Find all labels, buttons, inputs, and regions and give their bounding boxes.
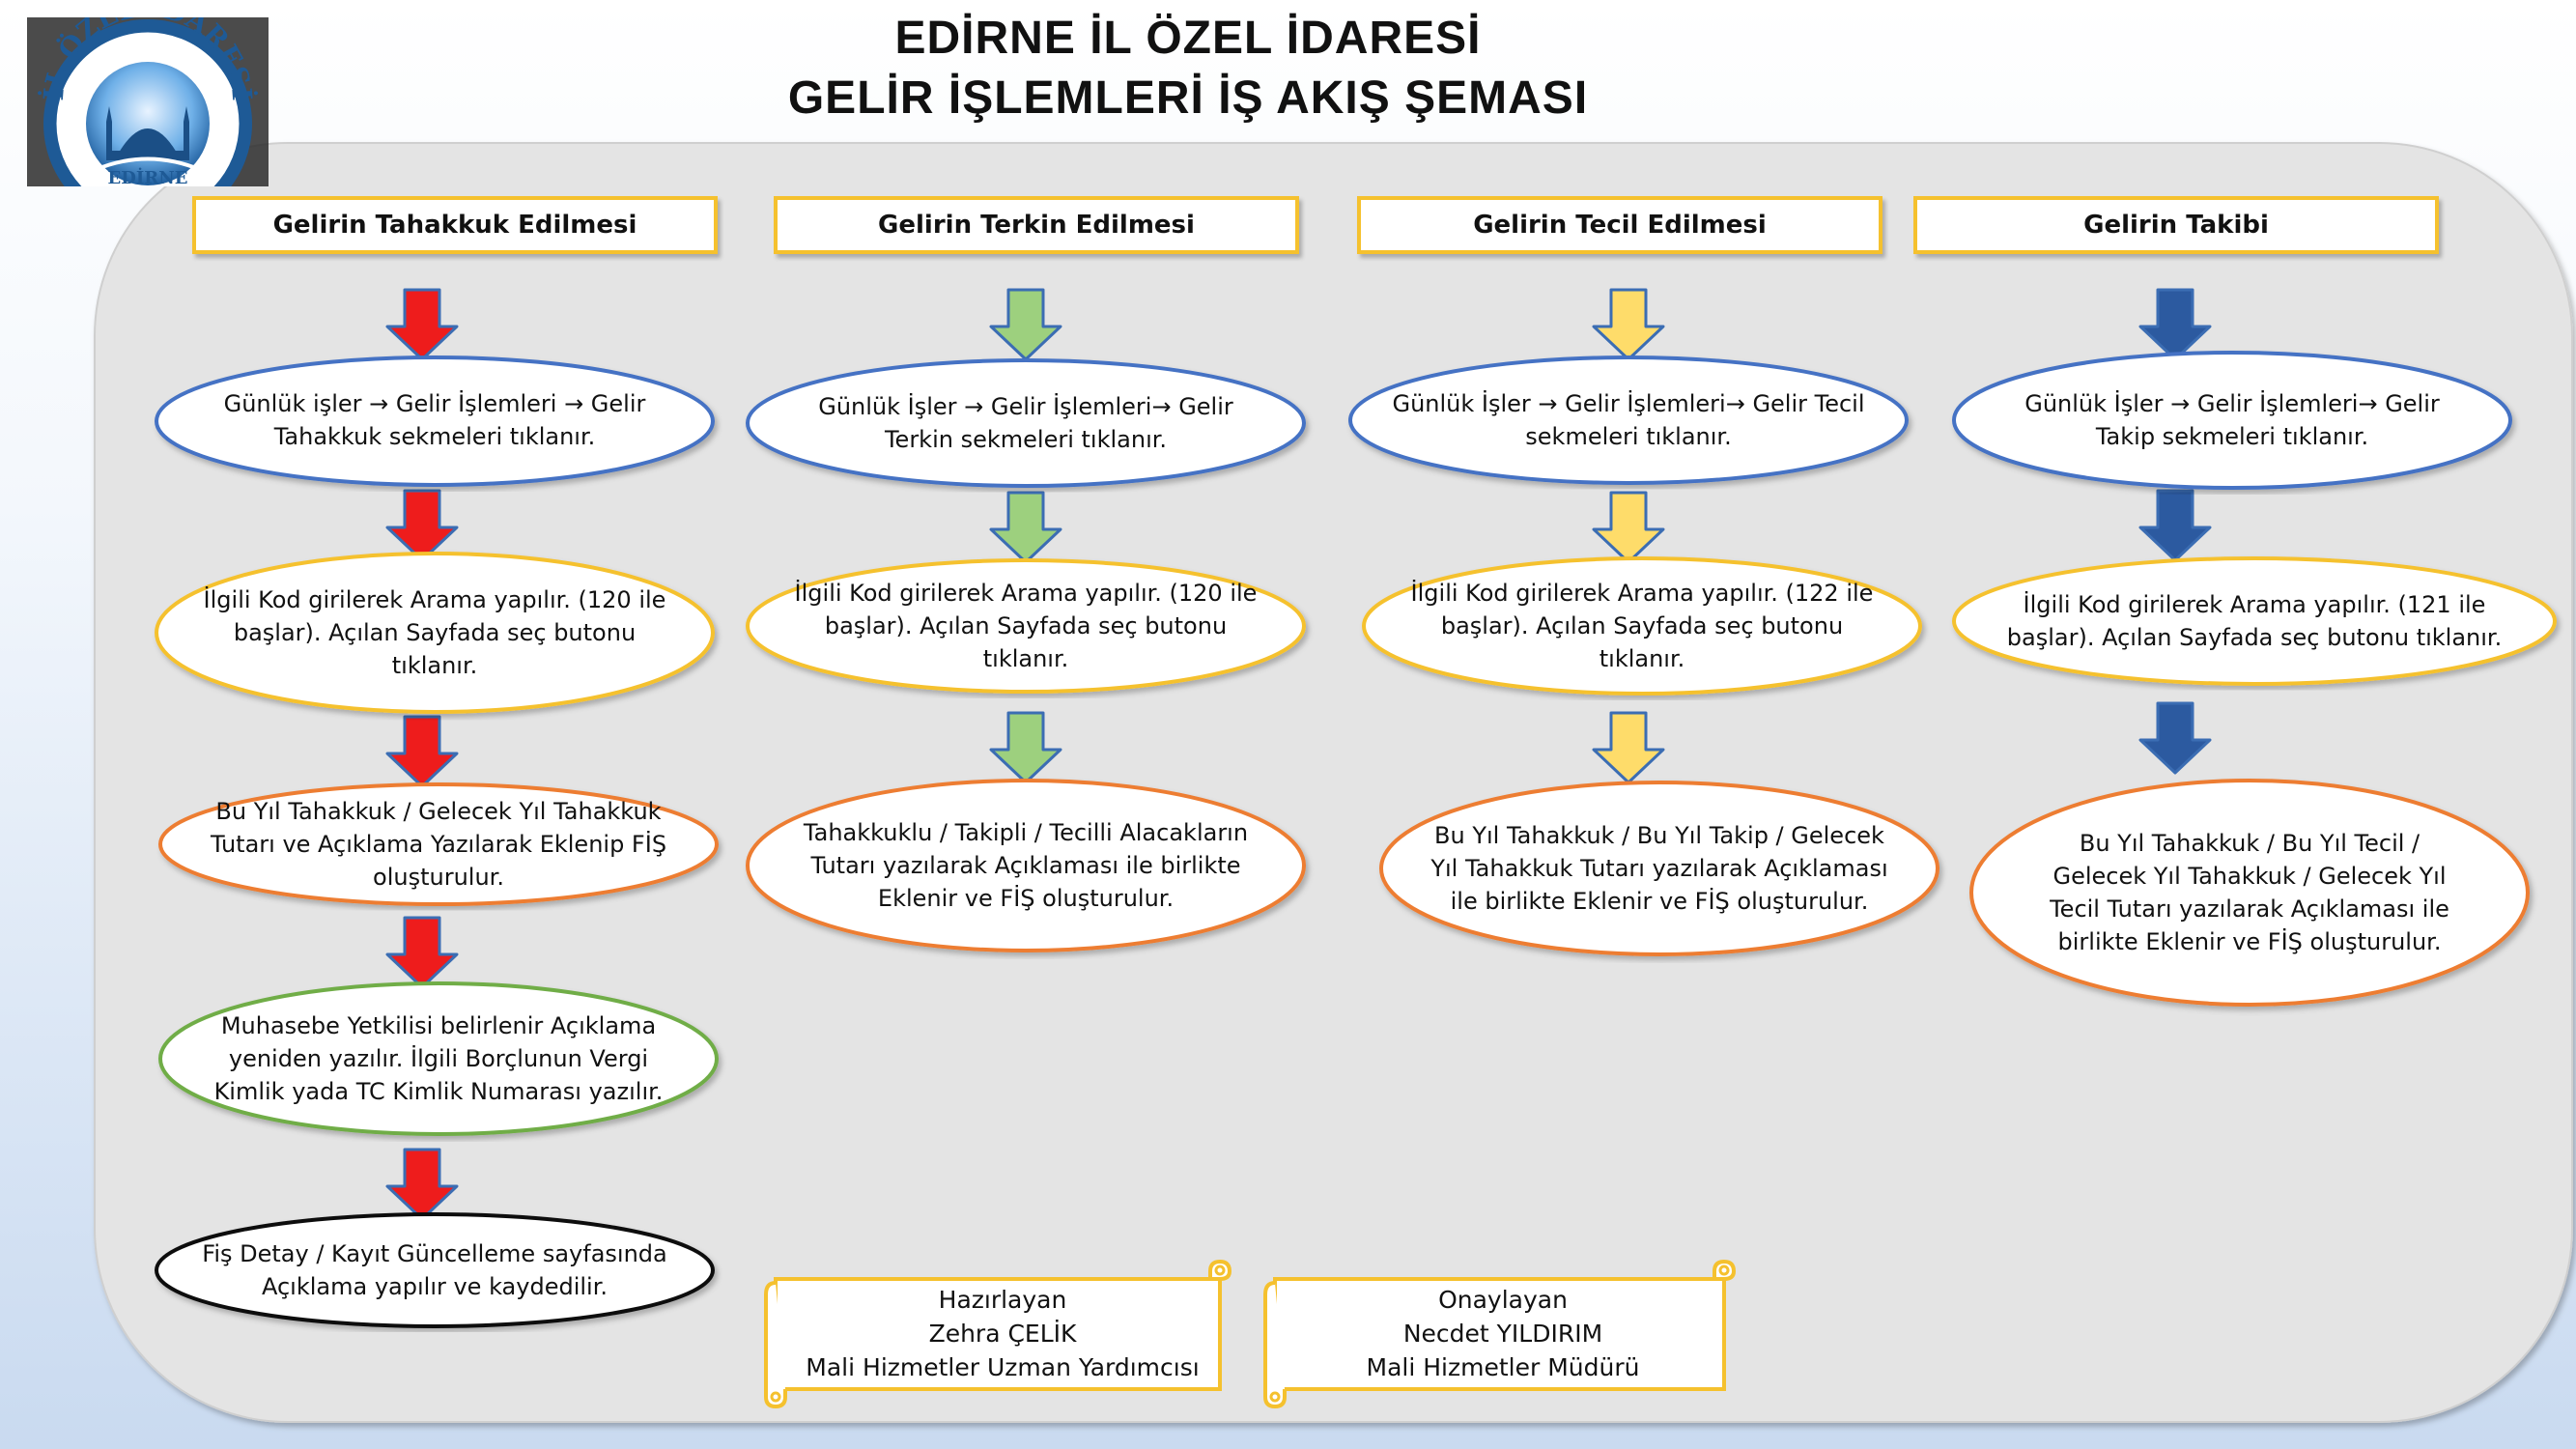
step-terkin-amount: Tahakkuklu / Takipli / Tecilli Alacaklar… bbox=[803, 819, 1249, 912]
header-tecil: Gelirin Tecil Edilmesi bbox=[1357, 196, 1882, 254]
approved-by-name: Necdet YILDIRIM bbox=[1402, 1320, 1603, 1348]
approved-by-block: Onaylayan Necdet YILDIRIM Mali Hizmetler… bbox=[1279, 1283, 1727, 1384]
step-tahakkuk-save: Fiş Detay / Kayıt Güncelleme sayfasında … bbox=[202, 1239, 667, 1300]
flow-arrow-1-2 bbox=[385, 489, 459, 562]
step-ellipse-3-3 bbox=[1379, 781, 1939, 956]
step-ellipse-3-1 bbox=[1348, 355, 1909, 485]
step-tecil-amount: Bu Yıl Tahakkuk / Bu Yıl Takip / Gelecek… bbox=[1430, 822, 1888, 915]
flow-arrow-4-1 bbox=[2138, 288, 2212, 361]
prepared-by-role: Hazırlayan bbox=[938, 1286, 1067, 1314]
page-title-line1: EDİRNE İL ÖZEL İDARESİ bbox=[894, 13, 1482, 64]
step-ellipse-1-4 bbox=[158, 981, 719, 1136]
step-ellipse-4-3 bbox=[1969, 779, 2530, 1007]
flow-arrow-1-4 bbox=[385, 916, 459, 989]
institution-logo: İL ÖZEL İDARESİ EDİRNE bbox=[27, 0, 269, 228]
svg-text:EDİRNE: EDİRNE bbox=[108, 166, 188, 186]
signature-scroll-prepared bbox=[764, 1259, 1232, 1409]
step-ellipse-1-3 bbox=[158, 782, 719, 906]
flow-arrow-2-3 bbox=[989, 711, 1062, 784]
step-terkin-menu: Günlük İşler → Gelir İşlemleri→ Gelir Te… bbox=[818, 393, 1233, 453]
header-tahakkuk: Gelirin Tahakkuk Edilmesi bbox=[192, 196, 718, 254]
step-ellipse-2-1 bbox=[746, 358, 1306, 488]
step-tahakkuk-official: Muhasebe Yetkilisi belirlenir Açıklama y… bbox=[213, 1012, 664, 1105]
step-tecil-menu: Günlük İşler → Gelir İşlemleri→ Gelir Te… bbox=[1392, 390, 1865, 450]
prepared-by-block: Hazırlayan Zehra ÇELİK Mali Hizmetler Uz… bbox=[782, 1283, 1223, 1384]
page-title-line2: GELİR İŞLEMLERİ İŞ AKIŞ ŞEMASI bbox=[787, 72, 1589, 124]
flow-arrow-3-3 bbox=[1592, 711, 1665, 784]
flow-arrow-1-3 bbox=[385, 715, 459, 788]
flow-arrow-2-2 bbox=[989, 491, 1062, 564]
step-ellipse-1-2 bbox=[155, 552, 715, 714]
background-panel bbox=[94, 142, 2573, 1423]
step-ellipse-4-1 bbox=[1952, 351, 2512, 490]
flow-arrow-3-2 bbox=[1592, 491, 1665, 564]
step-terkin-search: İlgili Kod girilerek Arama yapılır. (120… bbox=[794, 580, 1258, 672]
step-tahakkuk-amount: Bu Yıl Tahakkuk / Gelecek Yıl Tahakkuk T… bbox=[210, 797, 667, 891]
prepared-by-name: Zehra ÇELİK bbox=[928, 1320, 1077, 1348]
step-ellipse-1-5 bbox=[155, 1212, 715, 1328]
flow-arrow-3-1 bbox=[1592, 288, 1665, 361]
flow-arrow-4-3 bbox=[2138, 701, 2212, 775]
step-takip-search: İlgili Kod girilerek Arama yapılır. (121… bbox=[2006, 591, 2503, 651]
step-ellipse-1-1 bbox=[155, 355, 715, 487]
flow-arrow-1-5 bbox=[385, 1148, 459, 1221]
step-ellipse-4-2 bbox=[1952, 556, 2557, 686]
header-terkin: Gelirin Terkin Edilmesi bbox=[774, 196, 1299, 254]
step-ellipse-2-3 bbox=[746, 779, 1306, 952]
flow-arrow-4-2 bbox=[2138, 489, 2212, 562]
step-ellipse-3-2 bbox=[1362, 556, 1922, 696]
step-ellipse-2-2 bbox=[746, 558, 1306, 694]
step-tecil-search: İlgili Kod girilerek Arama yapılır. (122… bbox=[1410, 580, 1874, 672]
approved-by-role: Onaylayan bbox=[1438, 1286, 1568, 1314]
header-takip: Gelirin Takibi bbox=[1913, 196, 2439, 254]
flow-arrow-2-1 bbox=[989, 288, 1062, 361]
signature-scroll-approved bbox=[1263, 1259, 1737, 1409]
step-takip-amount: Bu Yıl Tahakkuk / Bu Yıl Tecil / Gelecek… bbox=[2050, 830, 2449, 955]
prepared-by-title: Mali Hizmetler Uzman Yardımcısı bbox=[806, 1353, 1200, 1381]
step-tahakkuk-menu: Günlük işler → Gelir İşlemleri → Gelir T… bbox=[223, 390, 646, 450]
step-tahakkuk-search: İlgili Kod girilerek Arama yapılır. (120… bbox=[203, 585, 666, 679]
flow-arrow-1-1 bbox=[385, 288, 459, 361]
step-takip-menu: Günlük İşler → Gelir İşlemleri→ Gelir Ta… bbox=[2024, 390, 2440, 450]
approved-by-title: Mali Hizmetler Müdürü bbox=[1366, 1353, 1640, 1381]
